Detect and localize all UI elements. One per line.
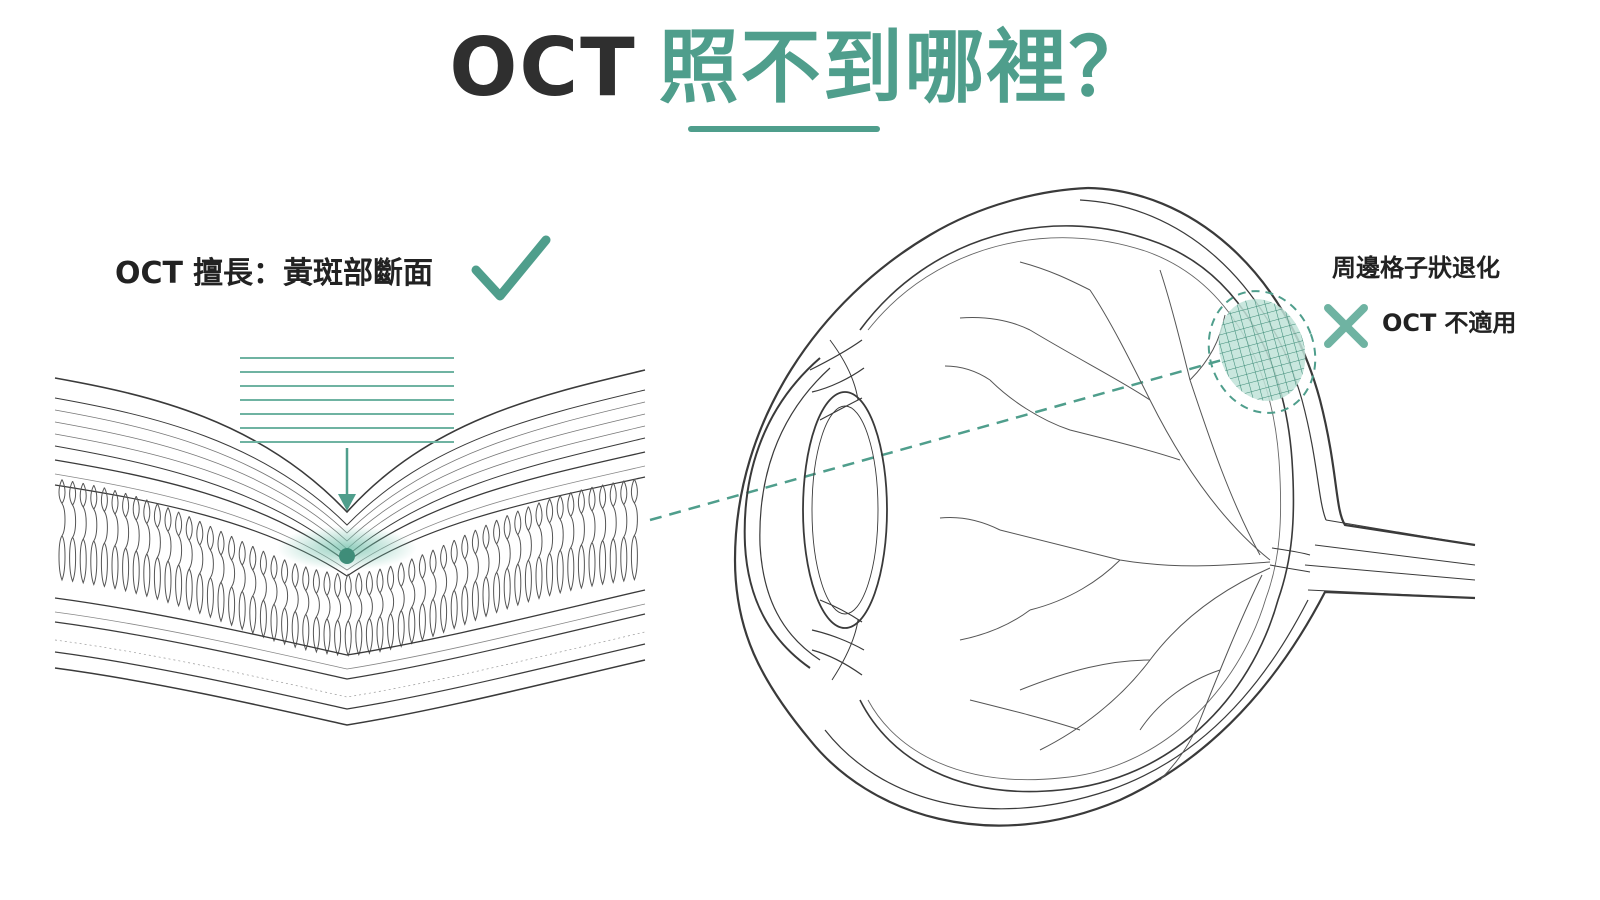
cross-icon: [1324, 304, 1368, 348]
not-applicable-text: 不適用: [1444, 309, 1517, 337]
title-prefix: OCT: [449, 21, 637, 114]
not-applicable-prefix: OCT: [1382, 309, 1437, 337]
fovea-dot: [339, 548, 355, 564]
retinal-vessels: [939, 261, 1271, 781]
macula-strength-label: OCT 擅長：黃斑部斷面: [115, 254, 433, 294]
title-underline: [688, 126, 880, 132]
macula-label-prefix: OCT: [115, 256, 183, 291]
macula-label-text: 擅長：黃斑部斷面: [192, 256, 433, 291]
checkmark-icon: [471, 235, 551, 301]
scan-arrow-icon: [338, 448, 356, 511]
lattice-degeneration-zone: [1207, 290, 1320, 414]
retina-cross-section: [54, 369, 646, 726]
connector-line: [649, 358, 1223, 522]
lattice-degeneration-label: 周邊格子狀退化: [1332, 254, 1500, 282]
eyeball: [733, 186, 1476, 827]
title-highlight: 照不到哪裡？: [658, 21, 1151, 114]
oct-scan-beam: [240, 357, 454, 443]
